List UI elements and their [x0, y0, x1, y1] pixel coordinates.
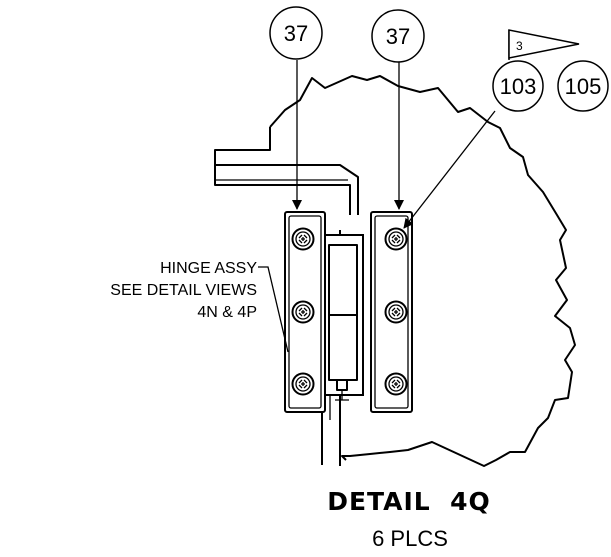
svg-text:37: 37	[284, 21, 308, 46]
hinge-assy-note: HINGE ASSY SEE DETAIL VIEWS 4N & 4P	[110, 260, 257, 321]
balloon-37-middle: 37	[371, 9, 425, 63]
screw-icon	[384, 300, 408, 324]
top-cover	[214, 127, 351, 215]
balloon-103: 103	[492, 60, 544, 112]
screw-icon	[291, 300, 315, 324]
leader-103	[403, 110, 496, 229]
svg-text:103: 103	[500, 74, 537, 99]
balloon-37-left: 37	[269, 6, 323, 60]
detail-title: DETAIL 4Q	[327, 487, 491, 516]
hinge-note-line1: HINGE ASSY	[160, 260, 257, 277]
svg-text:37: 37	[386, 24, 410, 49]
panel-break-outline	[269, 75, 576, 467]
balloon-105: 105	[557, 60, 609, 112]
svg-text:3: 3	[516, 39, 523, 53]
screw-icon	[291, 372, 315, 396]
hinge-note-line3: 4N & 4P	[197, 304, 257, 321]
screw-icon	[384, 227, 408, 251]
hinge-left-leaf-inner	[288, 215, 322, 409]
detail-subtitle: 6 PLCS	[372, 526, 448, 551]
flag-note-icon: 3	[508, 29, 580, 60]
hinge-right-leaf-inner	[374, 215, 409, 409]
screw-icon	[291, 227, 315, 251]
top-cover-ledge	[215, 164, 359, 215]
hinge-note-line2: SEE DETAIL VIEWS	[110, 282, 257, 299]
leader-hinge-note	[258, 266, 289, 353]
screw-icon	[384, 372, 408, 396]
hinge-pin-line	[335, 390, 349, 401]
svg-text:105: 105	[565, 74, 602, 99]
